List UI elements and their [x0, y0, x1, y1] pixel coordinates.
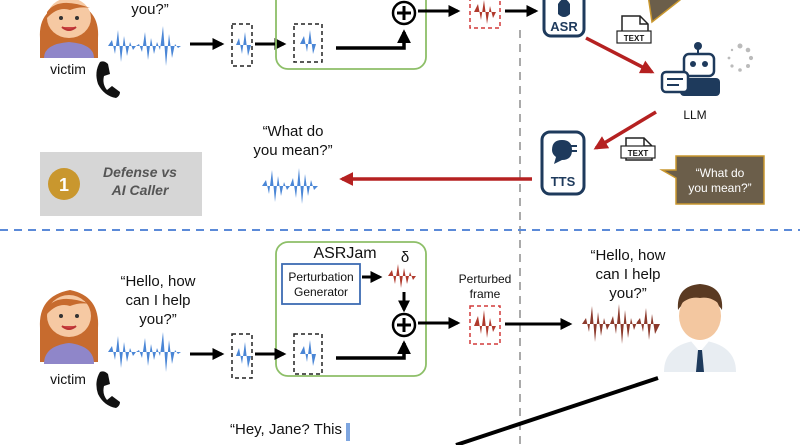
- perturbed-frame-top: [469, 0, 501, 29]
- loading-spinner-icon: [727, 43, 754, 72]
- diagonal-connector: [455, 376, 659, 445]
- frame-wave-bottom-1: [236, 342, 251, 368]
- frame-wave-bottom-2: [300, 340, 316, 366]
- frame-wave-top-1: [236, 32, 251, 56]
- perturbed-frame-label: Perturbed frame: [458, 272, 512, 301]
- text-cursor-icon: [346, 423, 350, 441]
- delta-waveform: [388, 264, 416, 288]
- perturbed-frame-bottom: [469, 305, 501, 345]
- victim-quote-top: you?”: [131, 1, 169, 18]
- waveform-blue-bottom: [108, 332, 181, 372]
- victim-label-top: victim: [50, 61, 86, 77]
- arrow-to-plus-bottom: [336, 340, 411, 360]
- victim-quote-bottom: “Hello, how can I help you?”: [120, 273, 196, 328]
- llm-label: LLM: [683, 108, 706, 122]
- output-quote-bottom: “Hello, how can I help you?”: [590, 247, 666, 302]
- tts-label: TTS: [551, 174, 576, 189]
- phone-icon-top: [96, 61, 120, 98]
- text-document-icon-top: [616, 15, 652, 44]
- text-label-mid: TEXT: [628, 149, 649, 158]
- delta-symbol: δ: [401, 249, 409, 266]
- waveform-blue-top: [108, 26, 181, 66]
- victim-avatar-top: [39, 0, 99, 58]
- tts-device-icon: [540, 130, 586, 196]
- asrjam-title: ASRJam: [313, 245, 376, 262]
- frame-box-top-1: [231, 23, 253, 67]
- caller-avatar-icon: [664, 284, 736, 372]
- caller-quote-fragment: “Hey, Jane? This: [230, 421, 342, 438]
- text-label-top: TEXT: [624, 34, 645, 43]
- plus-icon-top: [391, 0, 417, 26]
- badge-number: 1: [59, 175, 69, 195]
- perturbed-wave-bottom: [474, 310, 496, 338]
- llm-reply-text: “What do you mean?”: [688, 166, 752, 195]
- text-document-icon-mid: [620, 137, 656, 161]
- waveform-blue-output: [262, 168, 318, 204]
- frame-wave-top-2: [300, 30, 316, 54]
- phone-icon-bottom: [96, 371, 120, 408]
- victim-label-bottom: victim: [50, 371, 86, 387]
- badge-text: Defense vs AI Caller: [103, 164, 177, 198]
- arrow-asr-to-llm: [585, 36, 655, 74]
- asr-label: ASR: [550, 19, 578, 34]
- perturbation-generator-label: Perturbation Generator: [288, 270, 354, 299]
- perturbed-wave-top: [474, 0, 496, 24]
- asrjam-box-top: [275, 0, 427, 70]
- arrow-to-plus-top: [336, 29, 411, 50]
- frame-box-bottom-1: [231, 333, 253, 379]
- waveform-red-output: [582, 304, 660, 344]
- asrjam-box: [275, 241, 427, 377]
- llm-reply-bubble: [659, 155, 765, 205]
- victim-avatar-bottom: [39, 290, 99, 364]
- llm-bubble-top-tip: [647, 0, 681, 24]
- frame-box-bottom-2: [293, 333, 323, 375]
- arrow-llm-to-tts: [593, 110, 657, 150]
- llm-robot-icon: [660, 42, 720, 96]
- plus-icon-bottom: [391, 312, 417, 338]
- perturbation-generator-box: [281, 263, 361, 305]
- badge-number-circle: [48, 168, 80, 200]
- asr-device-icon: [542, 0, 586, 38]
- frame-box-top-2: [293, 23, 323, 63]
- tts-output-quote: “What do you mean?”: [253, 123, 333, 159]
